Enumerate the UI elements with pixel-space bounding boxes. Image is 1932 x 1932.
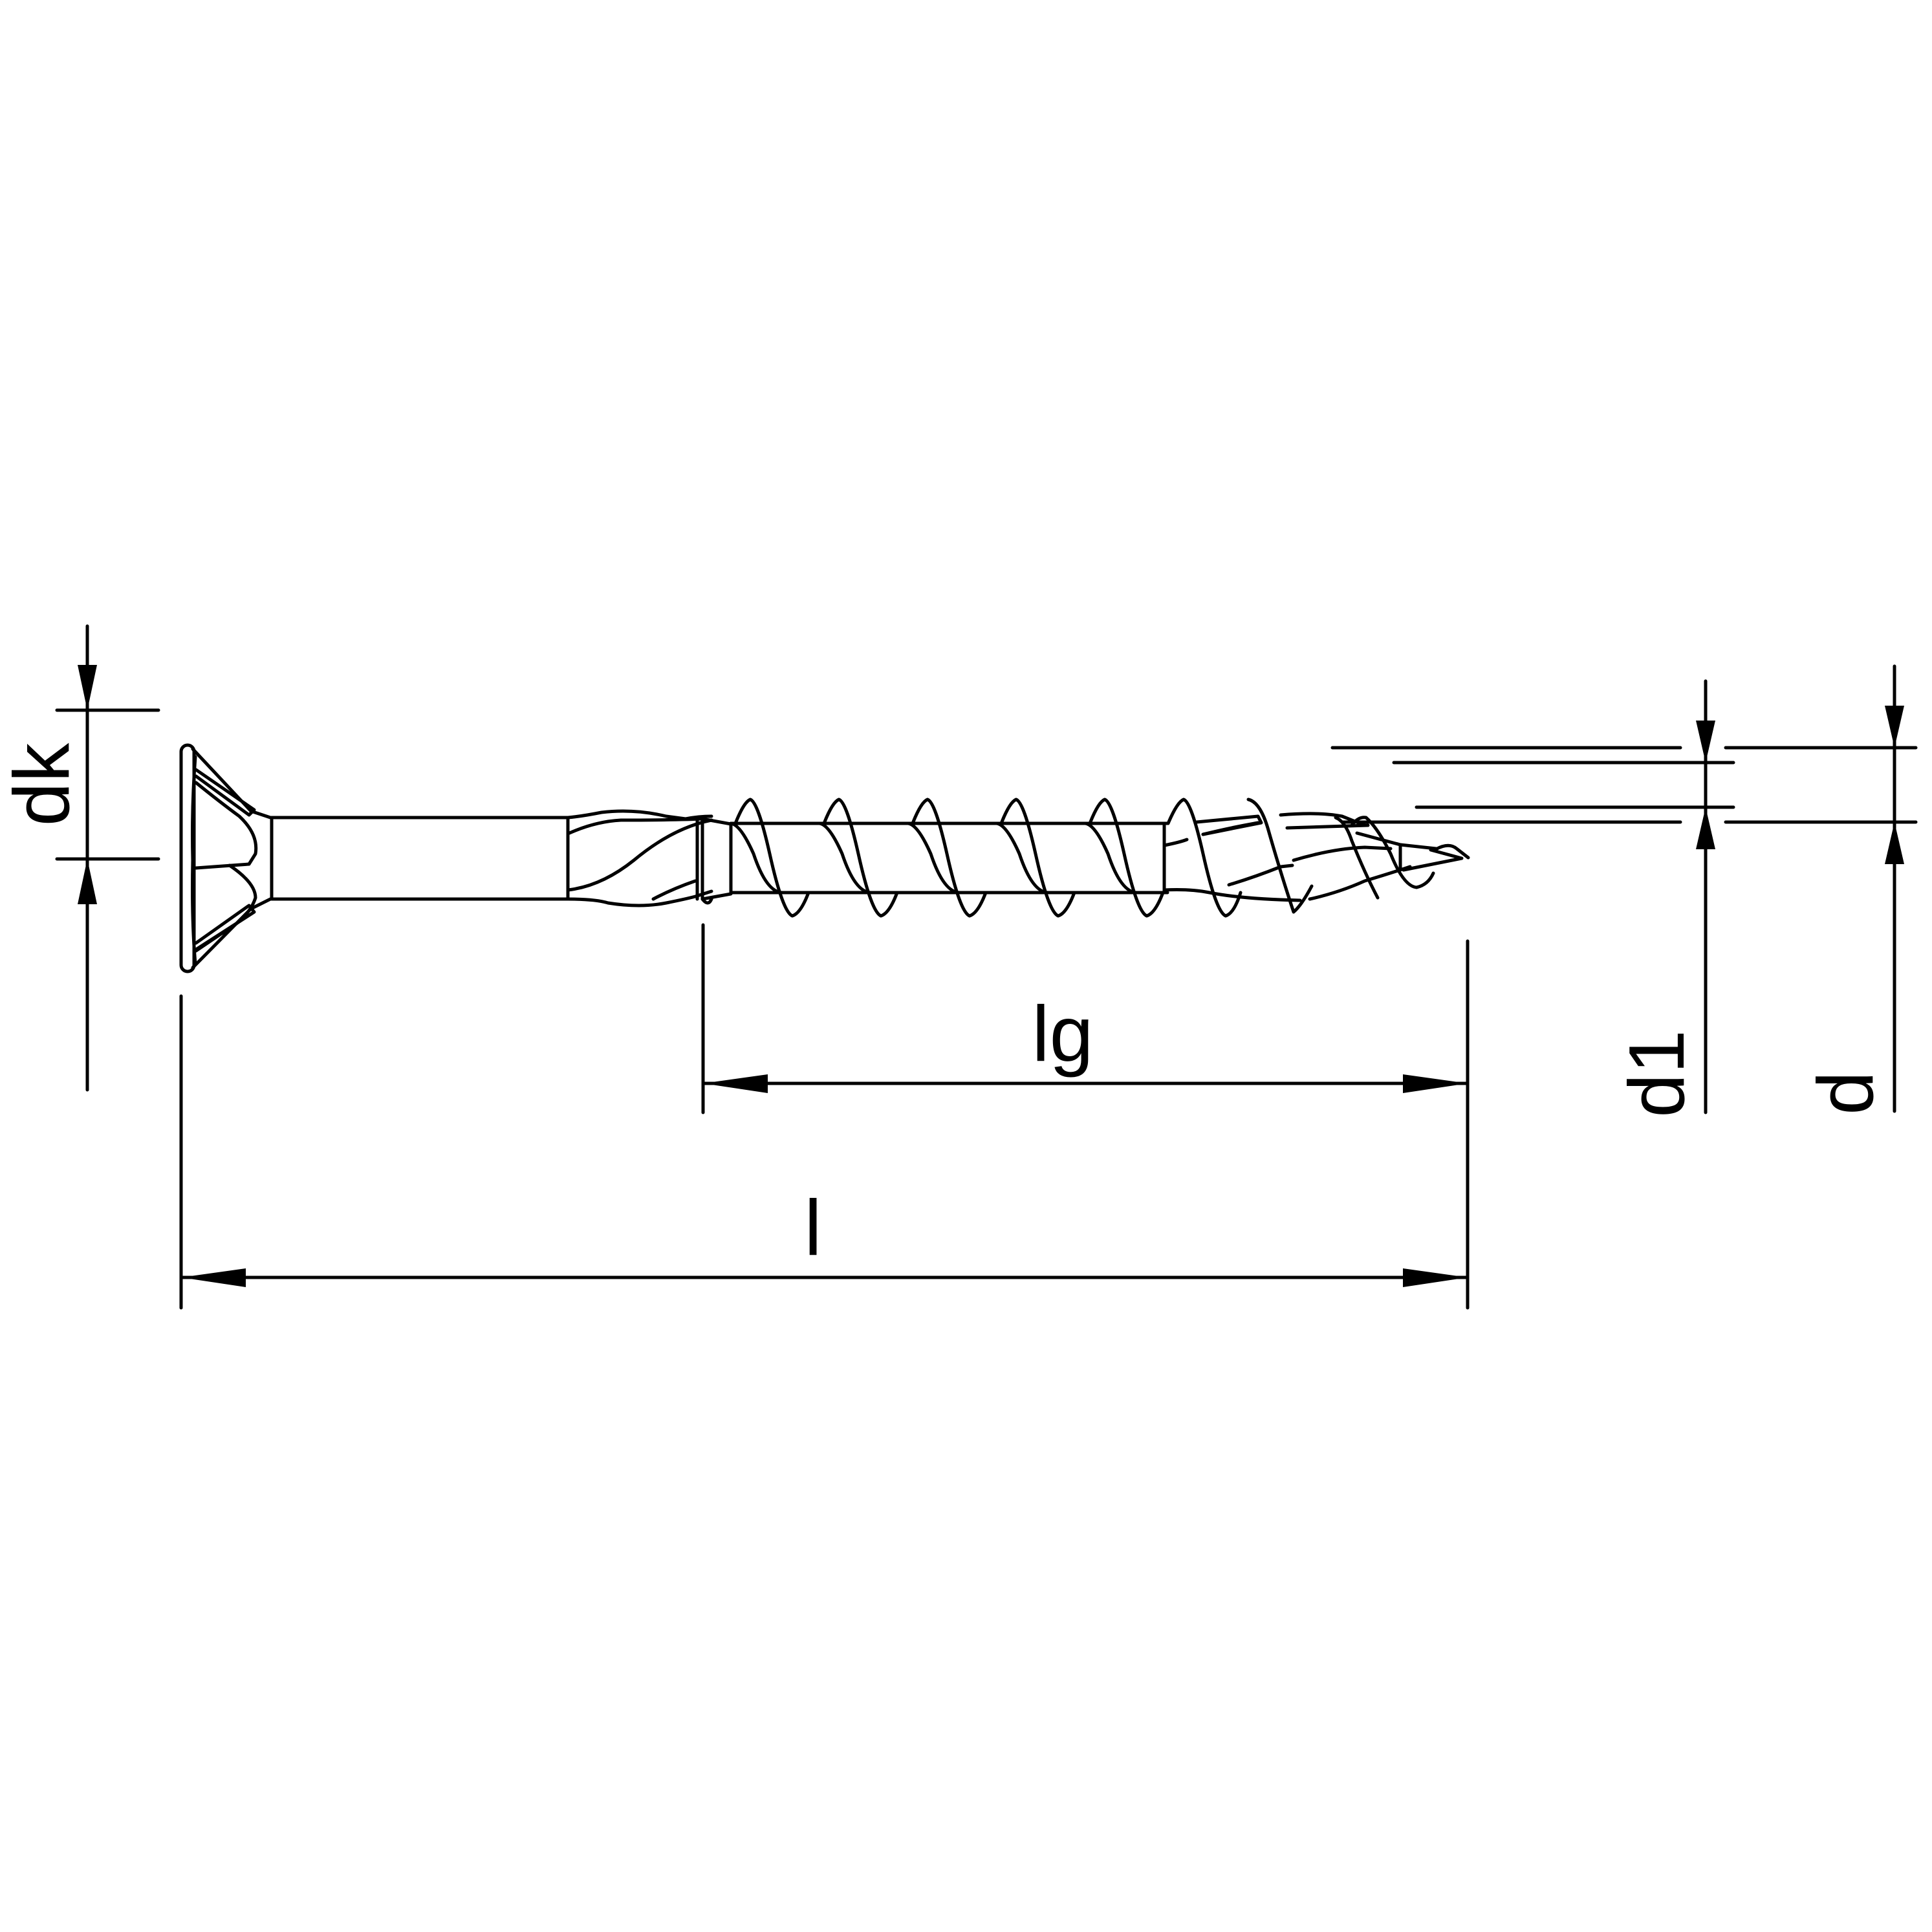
arrow-down-icon xyxy=(1696,721,1715,763)
label-l: l xyxy=(804,1184,821,1272)
arrow-down-icon xyxy=(78,665,97,710)
arrow-up-icon xyxy=(78,859,97,904)
screw-shank xyxy=(270,816,570,901)
screw-tip xyxy=(1162,798,1470,914)
dimension-lg: lg xyxy=(701,923,1470,1114)
dimension-dk: dk xyxy=(0,624,160,1092)
arrow-left-icon xyxy=(181,1268,246,1287)
arrow-left-icon xyxy=(703,1074,768,1093)
screw-thread xyxy=(729,798,1243,918)
arrow-up-icon xyxy=(1696,807,1715,849)
label-d1: d1 xyxy=(1612,1030,1700,1118)
dimension-d1: d1 xyxy=(1392,679,1735,1118)
screw-cutter xyxy=(566,809,733,907)
label-dk: dk xyxy=(0,743,85,827)
arrow-right-icon xyxy=(1403,1074,1468,1093)
screw-head xyxy=(179,743,274,973)
dimension-l: l xyxy=(179,939,1470,1310)
label-d: d xyxy=(1801,1071,1889,1115)
arrow-down-icon xyxy=(1885,706,1904,748)
label-lg: lg xyxy=(1032,990,1094,1078)
screw xyxy=(179,743,1470,973)
arrow-up-icon xyxy=(1885,822,1904,864)
arrow-right-icon xyxy=(1403,1268,1468,1287)
dimension-d: d xyxy=(1330,664,1918,1115)
